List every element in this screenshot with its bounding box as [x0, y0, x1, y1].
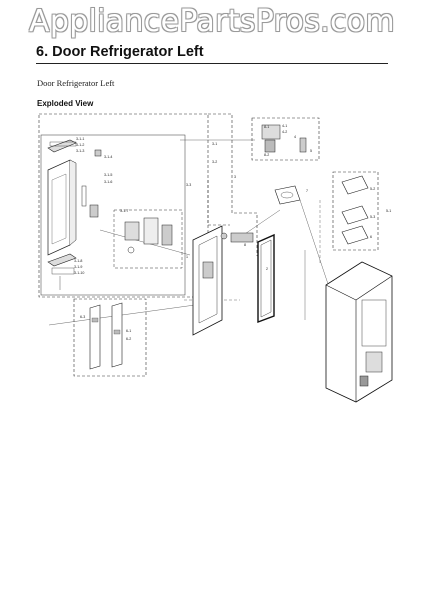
- callout-label: 4-1: [282, 124, 287, 128]
- small-part: [89, 204, 99, 218]
- small-part: [81, 185, 87, 207]
- callout-label: 4-2: [282, 130, 287, 134]
- callout-label: 6-1: [126, 329, 131, 333]
- callout-label: 3-1-4: [104, 155, 112, 159]
- ice-tray-well: [280, 191, 294, 199]
- door-cap-bottom-detail: [51, 267, 75, 275]
- door-liner-inner: [51, 173, 67, 245]
- callout-label: 5-3: [370, 215, 375, 219]
- callout-label: 7: [306, 189, 308, 193]
- dispenser-part: [161, 224, 173, 246]
- callout-label: 1: [186, 255, 188, 259]
- watermark-logo: AppliancePartsPros.com: [29, 3, 395, 39]
- top-hinge-pin: [264, 139, 276, 153]
- hinge-parts-frame: [251, 117, 320, 161]
- dispenser-part: [124, 221, 140, 241]
- callout-label: 3-1-10: [74, 271, 84, 275]
- rail-clip: [113, 329, 121, 335]
- hinge-bracket: [230, 232, 254, 243]
- section-heading: Exploded View: [37, 99, 94, 108]
- dispenser-opening: [202, 261, 214, 279]
- small-part: [94, 149, 102, 157]
- callout-label: 3-1-7: [120, 209, 128, 213]
- door-liner: [47, 159, 71, 256]
- refrigerator-cabinet: [325, 261, 393, 403]
- door-bins-frame: [332, 171, 379, 251]
- cabinet-edge: [355, 275, 393, 301]
- cabinet-foot: [359, 375, 369, 387]
- dispenser-frame: [113, 209, 183, 269]
- callout-label: 3-1-1: [76, 137, 84, 141]
- door-bin-bottom: [341, 225, 369, 245]
- callout-label: 3-3: [186, 183, 191, 187]
- callout-label: 6: [370, 235, 372, 239]
- callout-label: 3-1-5: [104, 173, 112, 177]
- door-bin-middle: [341, 205, 369, 225]
- callout-label: 4: [294, 135, 296, 139]
- dispenser-knob: [127, 246, 135, 254]
- door-outer-panel: [192, 225, 223, 336]
- upper-frame-line: [208, 113, 258, 256]
- leader-line: [299, 199, 331, 291]
- callout-label: 3-1-8: [74, 259, 82, 263]
- door-bin-top: [341, 175, 369, 195]
- dispenser-part: [143, 217, 159, 245]
- cabinet-compartment-lower: [365, 351, 383, 373]
- ice-tray: [274, 185, 301, 205]
- callout-label: 2: [266, 267, 268, 271]
- page-subtitle: Door Refrigerator Left: [37, 78, 115, 88]
- callout-label: 3-1: [212, 142, 217, 146]
- callout-label: 3-1-9: [74, 265, 82, 269]
- door-rail-left: [89, 304, 101, 370]
- callout-label: 8: [244, 243, 246, 247]
- callout-label: 8-2: [264, 153, 269, 157]
- door-rail-right: [111, 302, 123, 368]
- door-cap-detail: [49, 141, 77, 147]
- door-liner-edge: [69, 159, 77, 246]
- door-gasket-inner: [260, 239, 272, 318]
- door-cap-bottom: [47, 253, 77, 267]
- connector-line: [207, 180, 230, 226]
- callout-label: 5: [310, 149, 312, 153]
- callout-label: 8-1: [264, 125, 269, 129]
- cabinet-edge: [325, 284, 357, 301]
- callout-label: 3: [234, 175, 236, 179]
- callout-label: 6-2: [126, 337, 131, 341]
- hinge-cover: [299, 137, 307, 153]
- callout-label: 6-3: [80, 315, 85, 319]
- callout-label: 3-1-6: [104, 180, 112, 184]
- cabinet-compartment: [361, 299, 387, 347]
- callout-label: 5-1: [386, 209, 391, 213]
- callout-label: 3-1-3: [76, 149, 84, 153]
- title-rule: [36, 63, 388, 64]
- hinge-cap: [220, 232, 228, 240]
- callout-label: 5-2: [370, 187, 375, 191]
- callout-label: 3-1-2: [76, 143, 84, 147]
- inner-assembly-frame: [40, 134, 186, 296]
- top-hinge: [261, 124, 281, 140]
- lower-parts-frame: [73, 298, 147, 377]
- page-title: 6. Door Refrigerator Left: [36, 44, 204, 60]
- rail-clip: [91, 317, 99, 323]
- callout-label: 3-2: [212, 160, 217, 164]
- door-outer-inner: [198, 235, 218, 324]
- door-gasket: [257, 233, 275, 324]
